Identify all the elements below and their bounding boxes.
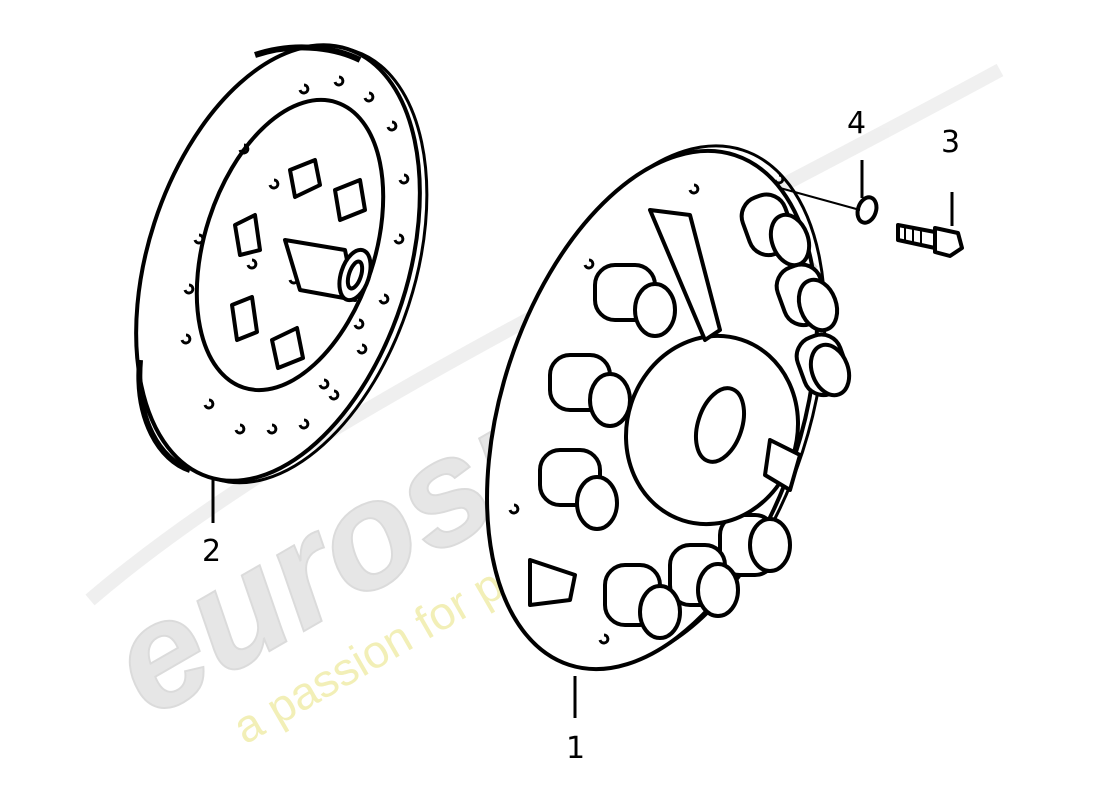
lock-washer <box>779 187 879 225</box>
disc-edge-band-top <box>254 44 362 63</box>
disc-hub <box>283 238 373 303</box>
disc-rivets <box>180 75 410 435</box>
plate-lever-right <box>763 438 802 492</box>
pressure-plate <box>485 144 852 672</box>
callout-label-pressure-plate: 1 <box>566 731 585 766</box>
plate-centre-hole <box>694 386 746 464</box>
watermark-swoosh <box>85 63 1004 606</box>
callout-label-bolt: 3 <box>941 125 960 160</box>
plate-lever-bottom <box>528 558 577 607</box>
callout-label-disc: 2 <box>202 534 221 569</box>
disc-edge-band <box>136 359 192 473</box>
clutch-disc <box>134 43 429 485</box>
disc-spring-windows <box>230 158 367 370</box>
plate-springs <box>538 192 852 640</box>
bolt <box>896 223 964 258</box>
callout-label-washer: 4 <box>847 106 866 141</box>
disc-outer-rim <box>134 43 422 483</box>
plate-rivets <box>508 173 785 645</box>
plate-lever-top <box>648 208 722 342</box>
